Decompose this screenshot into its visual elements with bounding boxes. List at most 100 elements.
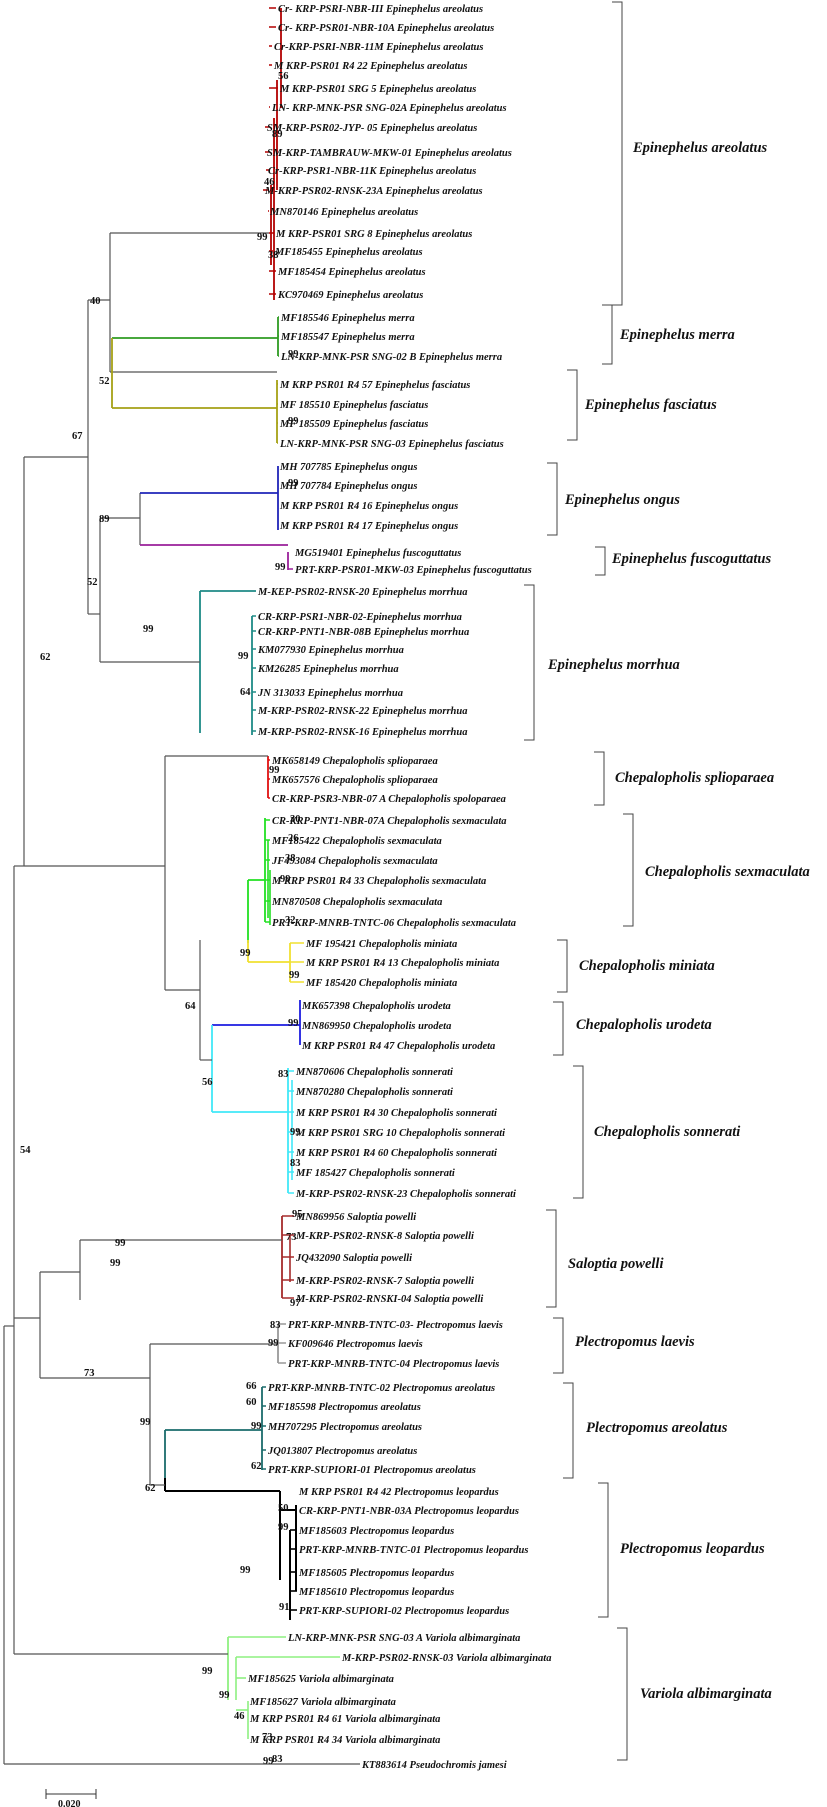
- clade-bracket: [557, 939, 568, 993]
- leaf-label: LN- KRP-MNK-PSR SNG-02A Epinephelus areo…: [271, 103, 507, 114]
- leaf-label: M KRP PSR01 R4 33 Chepalopholis sexmacul…: [271, 876, 486, 887]
- bootstrap-value: 32: [285, 915, 296, 926]
- clade-bracket: [602, 304, 613, 365]
- leaf-label: MG519401 Epinephelus fuscoguttatus: [294, 548, 461, 559]
- scale-bar: 0.020: [45, 1789, 97, 1807]
- clade-bracket: [594, 751, 605, 806]
- leaf-label: M KRP-PSR01 SRG 5 Epinephelus areolatus: [279, 84, 476, 95]
- bootstrap-value: 62: [145, 1483, 156, 1494]
- bootstrap-value: 99: [143, 624, 154, 635]
- clade-bracket: [623, 813, 634, 927]
- clade-label: Epinephelus fasciatus: [584, 397, 717, 413]
- leaf-label: M-KRP-PSR02-RNSK-7 Saloptia powelli: [295, 1276, 474, 1287]
- leaf-label: PRT-KRP-MNRB-TNTC-04 Plectropomus laevis: [288, 1359, 499, 1370]
- bootstrap-value: 83: [290, 1158, 301, 1169]
- leaf-label: MK657398 Chepalopholis urodeta: [301, 1001, 451, 1012]
- bootstrap-value: 91: [279, 1602, 290, 1613]
- leaf-label: M KRP PSR01 R4 30 Chepalopholis sonnerat…: [295, 1108, 497, 1119]
- bootstrap-value: 38: [268, 250, 279, 261]
- bootstrap-value: 99: [240, 1565, 251, 1576]
- leaf-label: PRT-KRP-MNRB-TNTC-03- Plectropomus laevi…: [288, 1320, 503, 1331]
- clade-bracket: [553, 1317, 564, 1374]
- leaf-label: MF185547 Epinephelus merra: [280, 332, 415, 343]
- leaf-label: JQ432090 Saloptia powelli: [295, 1253, 412, 1264]
- tree-branches: [3, 7, 360, 1765]
- clade-bracket: [612, 1, 623, 306]
- clade-bracket: [546, 1209, 557, 1308]
- bootstrap-value: 99: [219, 1690, 230, 1701]
- leaf-label: MF185603 Plectropomus leopardus: [298, 1526, 454, 1537]
- bootstrap-value: 52: [87, 577, 98, 588]
- bootstrap-value: 99: [280, 874, 291, 885]
- bootstrap-value: 56: [202, 1077, 213, 1088]
- bootstrap-value: 60: [246, 1397, 257, 1408]
- leaf-label: PRT-KRP-MNRB-TNTC-06 Chepalopholis sexma…: [272, 918, 516, 929]
- clade-label: Saloptia powelli: [568, 1256, 663, 1272]
- leaf-label: CR-KRP-PNT1-NBR-07A Chepalopholis sexmac…: [272, 816, 507, 827]
- bootstrap-value: 50: [278, 1503, 289, 1514]
- clade-label: Epinephelus morrhua: [547, 657, 680, 673]
- leaf-label: M-KRP-PSR02-RNSK-16 Epinephelus morrhua: [257, 727, 467, 738]
- bootstrap-value: 99: [238, 651, 249, 662]
- leaf-label: MN870606 Chepalopholis sonnerati: [295, 1067, 453, 1078]
- clade-label: Epinephelus fuscoguttatus: [611, 551, 771, 567]
- bootstrap-value: 62: [251, 1461, 262, 1472]
- clade-label: Chepalopholis sexmaculata: [645, 864, 810, 880]
- leaf-label: KT883614 Pseudochromis jamesi: [361, 1760, 507, 1771]
- clade-label: Plectropomus areolatus: [586, 1420, 728, 1436]
- clade-label: Epinephelus merra: [619, 327, 735, 343]
- leaf-label: M KRP PSR01 R4 60 Chepalopholis sonnerat…: [295, 1148, 497, 1159]
- bootstrap-value: 67: [72, 431, 83, 442]
- leaf-label: MN870508 Chepalopholis sexmaculata: [271, 897, 442, 908]
- leaf-label: KF009646 Plectropomus laevis: [287, 1339, 423, 1350]
- bootstrap-value: 99: [263, 1756, 274, 1767]
- leaf-label: M KRP-PSR01 SRG 8 Epinephelus areolatus: [275, 229, 472, 240]
- bootstrap-value: 66: [246, 1381, 257, 1392]
- leaf-label: Cr-KRP-PSR1-NBR-11K Epinephelus areolatu…: [268, 166, 476, 177]
- bootstrap-value: 89: [99, 514, 110, 525]
- bootstrap-value: 99: [278, 1522, 289, 1533]
- bootstrap-value: 99: [251, 1421, 262, 1432]
- leaf-label: M KRP PSR01 SRG 10 Chepalopholis sonnera…: [295, 1128, 505, 1139]
- bootstrap-value: 99: [140, 1417, 151, 1428]
- leaf-label: JQ013807 Plectropomus areolatus: [267, 1446, 417, 1457]
- leaf-label: MF 195421 Chepalopholis miniata: [305, 939, 457, 950]
- leaf-label: MF185455 Epinephelus areolatus: [274, 247, 423, 258]
- bootstrap-labels: 5689469938409952996799899952999964629930…: [20, 71, 303, 1767]
- bootstrap-value: 99: [240, 948, 251, 959]
- leaf-label: M KRP PSR01 R4 57 Epinephelus fasciatus: [279, 380, 470, 391]
- leaf-label: MF 185510 Epinephelus fasciatus: [279, 400, 428, 411]
- leaf-label: KC970469 Epinephelus areolatus: [277, 290, 423, 301]
- clade-bracket: [595, 546, 606, 576]
- bootstrap-value: 97: [290, 1298, 301, 1309]
- clade-label: Epinephelus areolatus: [632, 140, 768, 156]
- bootstrap-value: 46: [264, 177, 275, 188]
- leaf-label: M-KRP-PSR02-RNSK-8 Saloptia powelli: [295, 1231, 474, 1242]
- leaf-label: KM26285 Epinephelus morrhua: [257, 664, 399, 675]
- leaf-label: MN870280 Chepalopholis sonnerati: [295, 1087, 453, 1098]
- clade-label: Plectropomus leopardus: [620, 1541, 765, 1557]
- leaf-label: M KRP-PSR01 R4 22 Epinephelus areolatus: [273, 61, 467, 72]
- clade-bracket: [524, 584, 535, 741]
- bootstrap-value: 26: [288, 833, 299, 844]
- bootstrap-value: 52: [99, 376, 110, 387]
- leaf-label: LN-KRP-MNK-PSR SNG-03 Epinephelus fascia…: [279, 439, 504, 450]
- leaf-label: M-KRP-PSR02-RNSK-23A Epinephelus areolat…: [264, 186, 483, 197]
- leaf-label: PRT-KRP-MNRB-TNTC-01 Plectropomus leopar…: [299, 1545, 528, 1556]
- leaf-label: MK658149 Chepalopholis splioparaea: [271, 756, 438, 767]
- clade-bracket: [573, 1065, 584, 1199]
- leaf-label: PRT-KRP-MNRB-TNTC-02 Plectropomus areola…: [268, 1383, 495, 1394]
- bootstrap-value: 62: [40, 652, 51, 663]
- bootstrap-value: 73: [262, 1732, 273, 1743]
- leaf-label: PRT-KRP-SUPIORI-01 Plectropomus areolatu…: [268, 1465, 476, 1476]
- bootstrap-value: 99: [202, 1666, 213, 1677]
- leaf-label: M KRP PSR01 R4 17 Epinephelus ongus: [279, 521, 458, 532]
- leaf-label: MF185605 Plectropomus leopardus: [298, 1568, 454, 1579]
- leaf-label: Cr- KRP-PSR01-NBR-10A Epinephelus areola…: [278, 23, 494, 34]
- leaf-label: M KRP PSR01 R4 61 Variola albimarginata: [249, 1714, 440, 1725]
- leaf-label: JN 313033 Epinephelus morrhua: [257, 688, 403, 699]
- leaf-label: M KRP PSR01 R4 42 Plectropomus leopardus: [298, 1487, 499, 1498]
- leaf-label: CR-KRP-PSR1-NBR-02-Epinephelus morrhua: [258, 612, 462, 623]
- bootstrap-value: 99: [288, 416, 299, 427]
